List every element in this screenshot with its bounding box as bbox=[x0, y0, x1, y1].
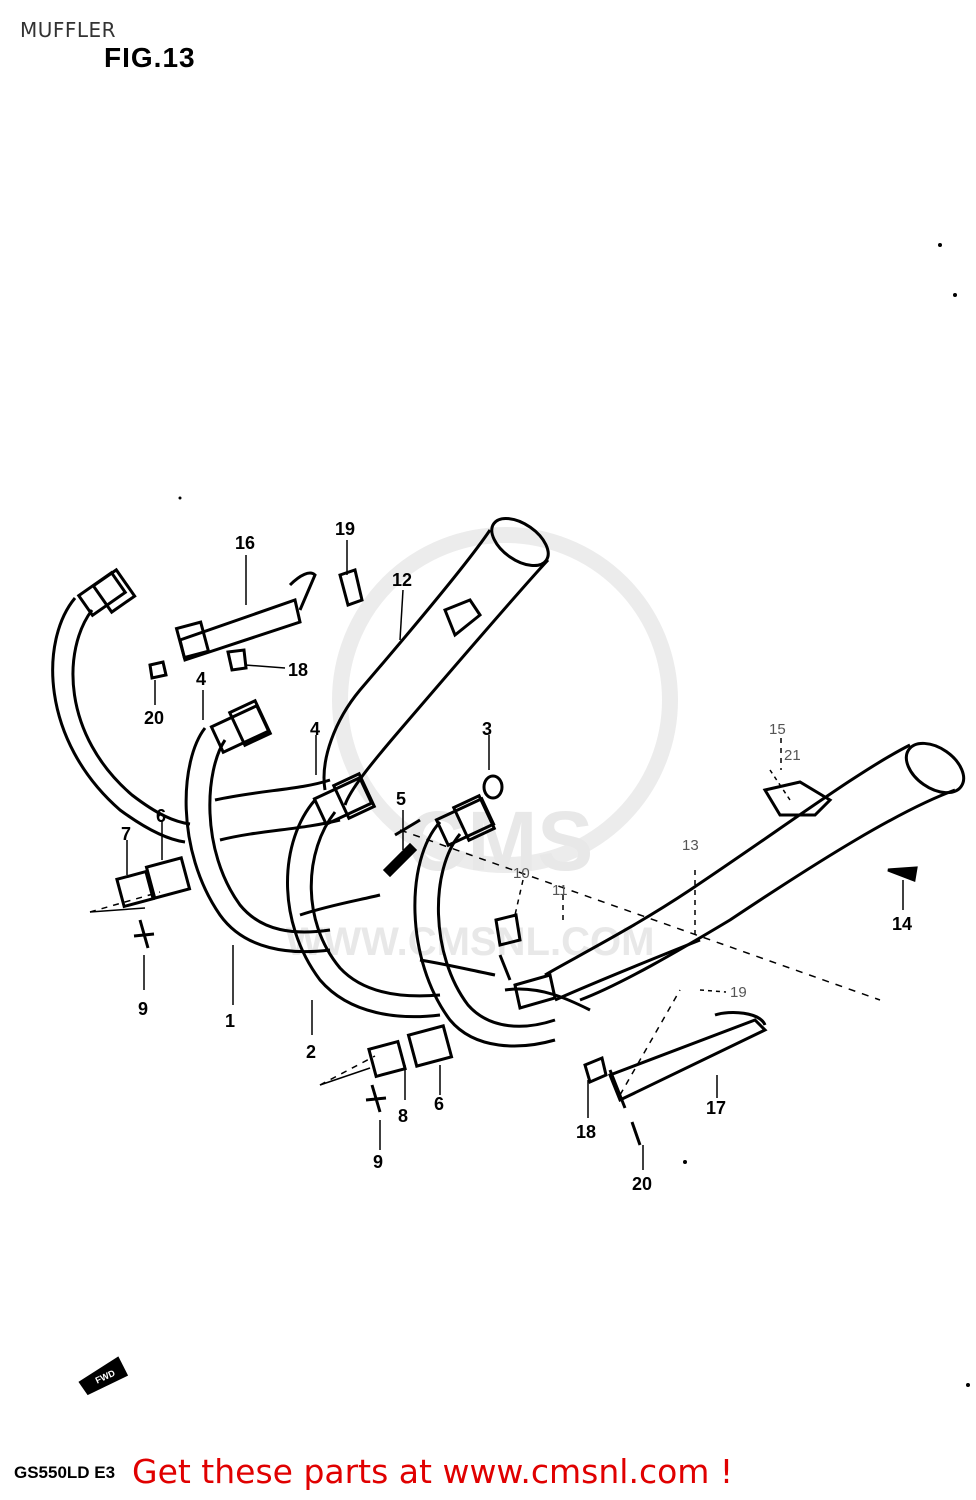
callout-13: 13 bbox=[682, 837, 699, 854]
scan-specks bbox=[178, 243, 970, 1387]
callout-2: 2 bbox=[306, 1042, 316, 1062]
leader-lines bbox=[89, 540, 904, 1170]
callout-21: 21 bbox=[784, 747, 801, 764]
callout-17: 17 bbox=[706, 1098, 726, 1118]
callout-6a: 6 bbox=[156, 806, 166, 826]
callout-11: 11 bbox=[552, 882, 568, 899]
callouts: 1 2 3 4 4 5 6 6 7 8 9 9 10 11 12 13 14 1… bbox=[121, 519, 912, 1194]
callout-5: 5 bbox=[396, 789, 406, 809]
section-title: MUFFLER bbox=[20, 18, 117, 42]
watermark: CMS WWW.CMSNL.COM bbox=[286, 527, 678, 964]
muffler-right bbox=[544, 741, 966, 1002]
exhaust-pipe-2 bbox=[286, 771, 441, 1019]
callout-15: 15 bbox=[769, 721, 786, 738]
model-code: GS550LD E3 bbox=[14, 1463, 116, 1482]
callout-18a: 18 bbox=[288, 660, 308, 680]
callout-9a: 9 bbox=[138, 999, 148, 1019]
callout-4b: 4 bbox=[310, 719, 320, 739]
exhaust-pipe-right bbox=[413, 793, 556, 1048]
callout-10: 10 bbox=[513, 865, 530, 882]
callout-7: 7 bbox=[121, 824, 131, 844]
callout-3: 3 bbox=[482, 719, 492, 739]
callout-19a: 19 bbox=[335, 519, 355, 539]
bracket-17 bbox=[608, 1011, 768, 1109]
callout-12: 12 bbox=[392, 570, 412, 590]
callout-6b: 6 bbox=[434, 1094, 444, 1114]
callout-20b: 20 bbox=[632, 1174, 652, 1194]
small-parts bbox=[115, 568, 918, 1146]
figure-title: FIG.13 bbox=[104, 42, 196, 73]
callout-4a: 4 bbox=[196, 669, 206, 689]
callout-8: 8 bbox=[398, 1106, 408, 1126]
muffler-left bbox=[322, 516, 550, 806]
callout-19b: 19 bbox=[730, 984, 747, 1001]
callout-16: 16 bbox=[235, 533, 255, 553]
callout-20a: 20 bbox=[144, 708, 164, 728]
exhaust-pipe-left bbox=[51, 567, 191, 844]
callout-18b: 18 bbox=[576, 1122, 596, 1142]
watermark-url: WWW.CMSNL.COM bbox=[286, 920, 655, 964]
collector-pipe bbox=[214, 778, 701, 1012]
bracket-16 bbox=[174, 571, 317, 662]
promo-banner-link[interactable]: Get these parts at www.cmsnl.com ! bbox=[132, 1452, 734, 1491]
callout-9b: 9 bbox=[373, 1152, 383, 1172]
callout-1: 1 bbox=[225, 1011, 235, 1031]
watermark-brand: CMS bbox=[407, 794, 594, 888]
callout-14: 14 bbox=[892, 914, 912, 934]
forward-direction-arrow: FWD bbox=[78, 1356, 129, 1396]
